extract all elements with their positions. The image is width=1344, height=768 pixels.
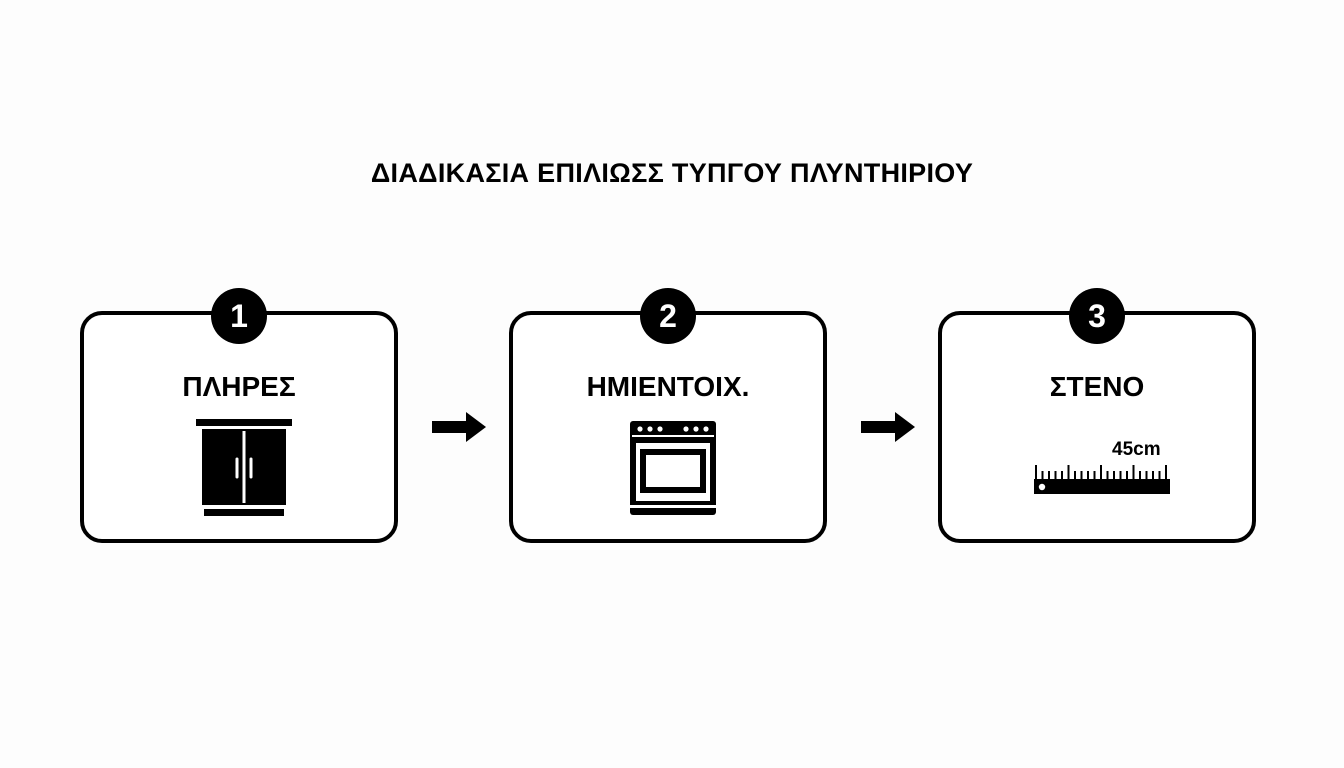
- arrow-right-icon: [861, 412, 915, 442]
- arrow-right-icon: [432, 412, 486, 442]
- ruler-icon: [1034, 465, 1170, 494]
- step-label: ΣΤΕΝΟ: [1049, 371, 1145, 402]
- diagram-title: ΔΙΑΔΙΚΑΣΙΑ ΕΠΙΛΙΩΣΣ ΤΥΠΓΟΥ ΠΛΥΝΤΗΙΡΙΟΥ: [370, 158, 974, 188]
- step-number-badge: 3: [1069, 288, 1125, 344]
- step-number-badge: 2: [640, 288, 696, 344]
- step-label: ΠΛΗΡΕΣ: [182, 371, 296, 402]
- cabinet-icon: [196, 419, 292, 516]
- step-card-3: 3 ΣΤΕΝΟ 45cm: [938, 288, 1256, 543]
- step-number-badge: 1: [211, 288, 267, 344]
- ruler-measure-label: 45cm: [1112, 439, 1161, 460]
- step-card-2: 2 ΗΜΙΕΝΤΟΙΧ.: [509, 288, 827, 543]
- step-card-1: 1 ΠΛΗΡΕΣ: [80, 288, 398, 543]
- step-label: ΗΜΙΕΝΤΟΙΧ.: [586, 371, 750, 402]
- oven-icon: [630, 421, 716, 515]
